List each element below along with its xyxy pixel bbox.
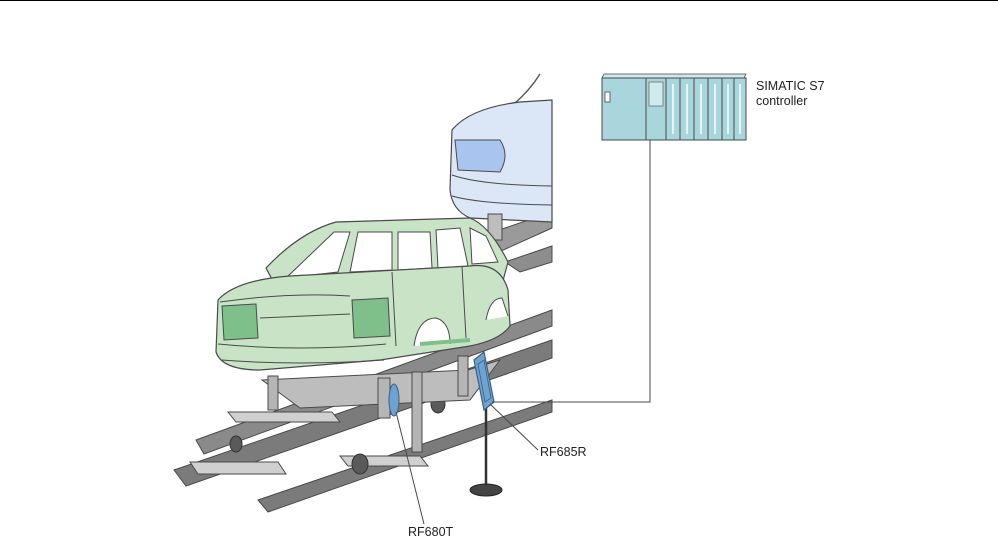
reader-stand-base (470, 484, 502, 496)
front-headlight-right (352, 298, 390, 338)
track-wheel-1 (230, 436, 242, 452)
controller-psu (602, 78, 646, 140)
front-car (216, 218, 510, 370)
controller-label-line2: controller (756, 94, 825, 109)
front-headlight-left (222, 304, 258, 340)
sleeper-1 (190, 462, 286, 474)
rear-car-headlight (455, 140, 505, 172)
carrier-leg-2 (378, 378, 390, 418)
carrier-leg-1 (268, 376, 278, 410)
carrier-leg-3 (412, 372, 422, 452)
controller-psu-switch (605, 92, 610, 102)
window-mid-1 (350, 232, 392, 272)
simatic-s7-controller (602, 74, 746, 140)
rear-car-antenna (514, 74, 540, 104)
rf685r-label: RF685R (540, 445, 587, 460)
controller-top (602, 74, 746, 78)
rf680t-tag-body (389, 384, 399, 416)
rf680t-label: RF680T (408, 525, 453, 540)
controller-cpu-panel (649, 82, 663, 106)
carrier-leg-4 (458, 356, 468, 396)
rear-track-rail (505, 246, 552, 272)
window-mid-2 (398, 232, 432, 270)
controller-label: SIMATIC S7 controller (756, 79, 825, 109)
sleeper-2 (228, 412, 340, 422)
track-wheel-2 (352, 454, 368, 474)
controller-label-line1: SIMATIC S7 (756, 79, 825, 94)
